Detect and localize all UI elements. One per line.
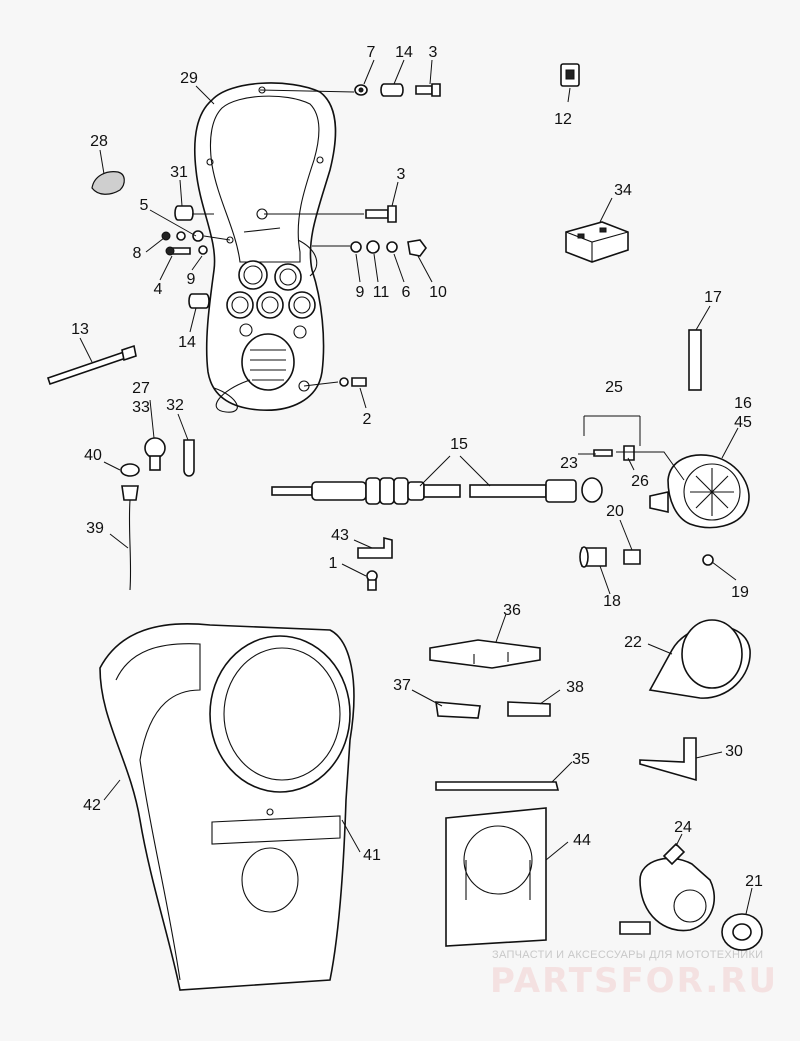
callout-33: 33 — [132, 399, 150, 416]
speedo-cable-part — [271, 477, 603, 505]
callout-28: 28 — [90, 133, 108, 150]
callout-1: 1 — [329, 555, 338, 572]
speedometer-part — [593, 445, 750, 566]
callout-labels: 7 14 3 29 12 28 31 3 34 5 8 4 9 9 11 6 1… — [71, 44, 763, 890]
callout-22: 22 — [624, 634, 642, 651]
small-bracket-part — [357, 536, 393, 591]
emblem-parts — [429, 639, 551, 719]
callout-14: 14 — [178, 334, 196, 351]
watermark: ЗАПЧАСТИ И АКСЕССУАРЫ ДЛЯ МОТОТЕХНИКИ PA… — [490, 949, 778, 1001]
console-housing-part — [99, 623, 355, 991]
callout-27: 27 — [132, 380, 150, 397]
callout-43: 43 — [331, 527, 349, 544]
callout-17: 17 — [704, 289, 722, 306]
callout-30: 30 — [725, 743, 743, 760]
callout-39: 39 — [86, 520, 104, 537]
speedo-drive-part — [619, 842, 763, 951]
callout-3: 3 — [429, 44, 438, 61]
mounting-bracket-part — [193, 82, 337, 413]
callout-36: 36 — [503, 602, 521, 619]
gasket-strip-part — [688, 329, 702, 391]
callout-12: 12 — [554, 111, 572, 128]
callout-45: 45 — [734, 414, 752, 431]
callout-16: 16 — [734, 395, 752, 412]
callout-35: 35 — [572, 751, 590, 768]
callout-34: 34 — [614, 182, 632, 199]
callout-41: 41 — [363, 847, 381, 864]
callout-31: 31 — [170, 164, 188, 181]
callout-24: 24 — [674, 819, 692, 836]
callout-13: 13 — [71, 321, 89, 338]
callout-44: 44 — [573, 832, 591, 849]
gauge-cover-part — [648, 619, 751, 699]
callout-18: 18 — [603, 593, 621, 610]
adapter-parts — [579, 546, 641, 568]
lamp-socket-part — [120, 463, 140, 591]
callout-20: 20 — [606, 503, 624, 520]
callout-14: 14 — [395, 44, 413, 61]
callout-3: 3 — [397, 166, 406, 183]
leader-lines — [79, 59, 753, 915]
callout-6: 6 — [402, 284, 411, 301]
callout-15: 15 — [450, 436, 468, 453]
watermark-tagline: ЗАПЧАСТИ И АКСЕССУАРЫ ДЛЯ МОТОТЕХНИКИ — [492, 949, 763, 961]
rubber-boot-part — [91, 171, 125, 195]
hardware-top — [259, 83, 441, 97]
callout-42: 42 — [83, 797, 101, 814]
angle-bracket-part — [639, 737, 697, 782]
connector-block-part — [565, 221, 629, 263]
cable-tie-part — [46, 344, 137, 386]
callout-23: 23 — [560, 455, 578, 472]
callout-10: 10 — [429, 284, 447, 301]
switch-part — [560, 63, 580, 87]
face-plate-part — [445, 807, 547, 947]
callout-9: 9 — [356, 284, 365, 301]
callout-19: 19 — [731, 584, 749, 601]
callout-26: 26 — [631, 473, 649, 490]
callout-5: 5 — [140, 197, 149, 214]
callout-37: 37 — [393, 677, 411, 694]
callout-29: 29 — [180, 70, 198, 87]
callout-25: 25 — [605, 379, 623, 396]
callout-8: 8 — [133, 245, 142, 262]
callout-21: 21 — [745, 873, 763, 890]
retainer-bar-part — [435, 781, 560, 791]
watermark-brand: PARTSFOR.RU — [490, 961, 778, 1001]
hardware-right — [264, 205, 427, 387]
bulbs — [144, 437, 195, 477]
callout-9: 9 — [187, 271, 196, 288]
callout-38: 38 — [566, 679, 584, 696]
callout-40: 40 — [84, 447, 102, 464]
callout-7: 7 — [367, 44, 376, 61]
callout-32: 32 — [166, 397, 184, 414]
callout-11: 11 — [373, 284, 390, 301]
callout-2: 2 — [363, 411, 372, 428]
hardware-left — [161, 205, 231, 309]
callout-4: 4 — [154, 281, 163, 298]
